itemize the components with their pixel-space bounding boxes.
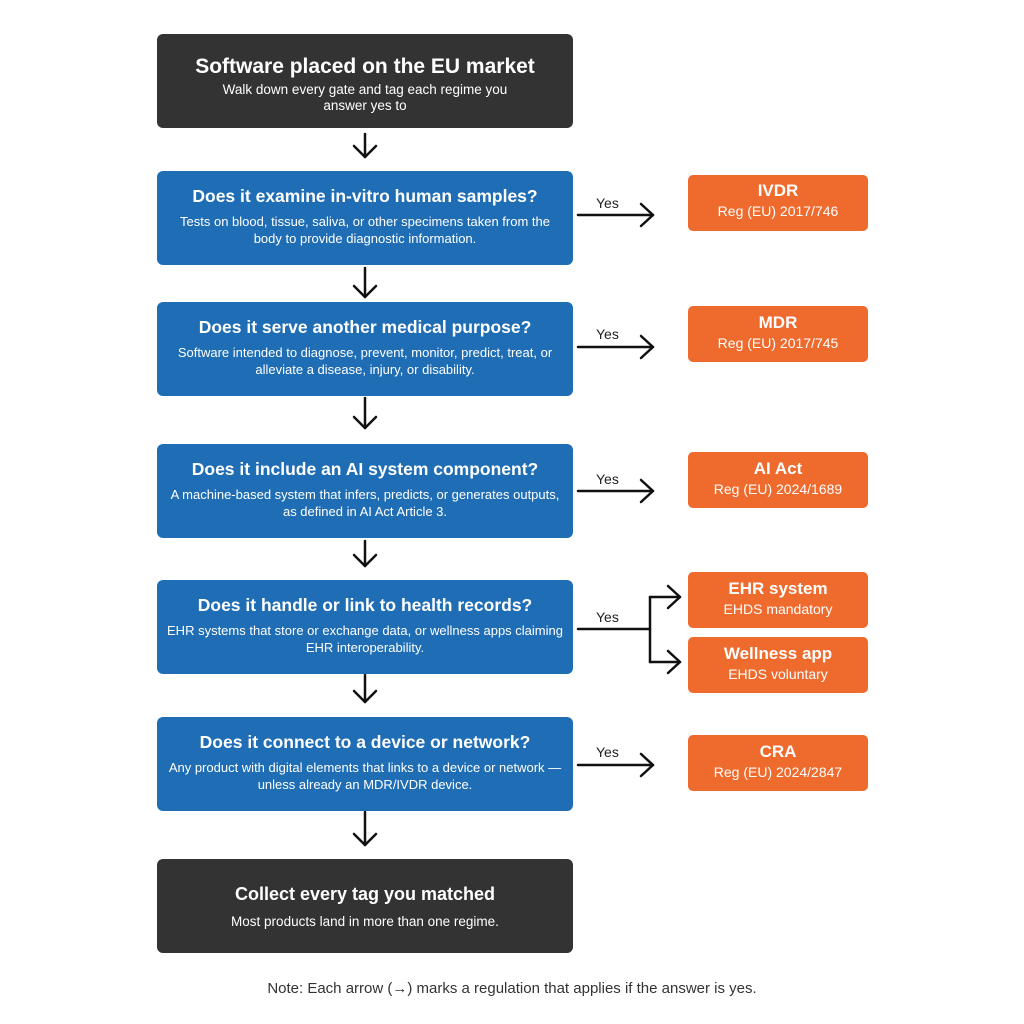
end-box: Collect every tag you matched Most produ…	[157, 859, 573, 953]
outcome-box-mdr: MDR Reg (EU) 2017/745	[688, 306, 868, 362]
outcome-box-ehr-system: EHR system EHDS mandatory	[688, 572, 868, 628]
outcome-subtitle: Reg (EU) 2017/746	[717, 203, 839, 219]
outcome-box-ivdr: IVDR Reg (EU) 2017/746	[688, 175, 868, 231]
outcome-box-ai-act: AI Act Reg (EU) 2024/1689	[688, 452, 868, 508]
yes-label-4: Yes	[596, 609, 619, 625]
start-box: Software placed on the EU market Walk do…	[157, 34, 573, 128]
start-subtitle: Walk down every gate and tag each regime…	[222, 82, 508, 113]
end-title: Collect every tag you matched	[234, 884, 496, 904]
yes-arrow-3	[576, 478, 655, 504]
question-title: Does it serve another medical purpose?	[198, 317, 532, 337]
yes-label-3: Yes	[596, 471, 619, 487]
outcome-title: EHR system	[728, 579, 828, 598]
yes-arrow-2	[576, 334, 655, 360]
outcome-title: IVDR	[757, 181, 799, 200]
start-title: Software placed on the EU market	[195, 55, 535, 78]
question-title: Does it connect to a device or network?	[199, 732, 531, 752]
yes-label-5: Yes	[596, 744, 619, 760]
question-title: Does it include an AI system component?	[191, 459, 539, 479]
question-title: Does it handle or link to health records…	[197, 595, 533, 615]
outcome-title: MDR	[758, 313, 798, 332]
question-description: A machine-based system that infers, pred…	[170, 487, 560, 519]
down-arrow-3	[352, 396, 378, 430]
yes-label-1: Yes	[596, 195, 619, 211]
down-arrow-1	[352, 132, 378, 159]
end-subtitle: Most products land in more than one regi…	[231, 914, 499, 929]
yes-arrow-4-split	[576, 584, 682, 675]
yes-arrow-5	[576, 752, 655, 778]
question-description: Tests on blood, tissue, saliva, or other…	[180, 214, 550, 246]
down-arrow-5	[352, 673, 378, 704]
outcome-subtitle: Reg (EU) 2017/745	[717, 335, 839, 351]
outcome-subtitle: EHDS voluntary	[728, 666, 828, 682]
question-title: Does it examine in-vitro human samples?	[192, 186, 538, 206]
question-box-2: Does it serve another medical purpose? S…	[157, 302, 573, 396]
question-box-3: Does it include an AI system component? …	[157, 444, 573, 538]
outcome-box-cra: CRA Reg (EU) 2024/2847	[688, 735, 868, 791]
question-box-4: Does it handle or link to health records…	[157, 580, 573, 674]
yes-label-2: Yes	[596, 326, 619, 342]
outcome-subtitle: Reg (EU) 2024/1689	[713, 481, 843, 497]
question-box-5: Does it connect to a device or network? …	[157, 717, 573, 811]
down-arrow-6	[352, 810, 378, 847]
footnote: Note: Each arrow (→) marks a regulation …	[267, 980, 757, 997]
yes-arrow-1	[576, 202, 655, 228]
question-box-1: Does it examine in-vitro human samples? …	[157, 171, 573, 265]
question-description: Any product with digital elements that l…	[168, 760, 562, 792]
outcome-title: Wellness app	[723, 644, 833, 663]
down-arrow-4	[352, 539, 378, 568]
down-arrow-2	[352, 266, 378, 299]
outcome-subtitle: Reg (EU) 2024/2847	[713, 764, 843, 780]
question-description: Software intended to diagnose, prevent, …	[177, 345, 553, 377]
outcome-title: CRA	[759, 742, 797, 761]
question-description: EHR systems that store or exchange data,…	[167, 623, 563, 655]
outcome-box-wellness-app: Wellness app EHDS voluntary	[688, 637, 868, 693]
outcome-title: AI Act	[753, 459, 803, 478]
outcome-subtitle: EHDS mandatory	[723, 601, 833, 617]
